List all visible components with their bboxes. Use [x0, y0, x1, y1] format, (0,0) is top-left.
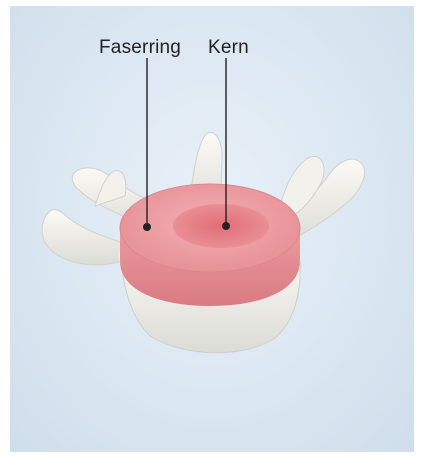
vertebra-illustration	[10, 6, 414, 452]
nucleus-pulposus	[173, 204, 269, 248]
illustration-frame: Faserring Kern	[10, 6, 414, 452]
leader-dot-core	[222, 222, 230, 230]
left-lamina	[42, 210, 128, 265]
label-faserring: Faserring	[99, 37, 181, 59]
label-kern: Kern	[208, 37, 249, 59]
leader-dot-ring	[143, 223, 151, 231]
